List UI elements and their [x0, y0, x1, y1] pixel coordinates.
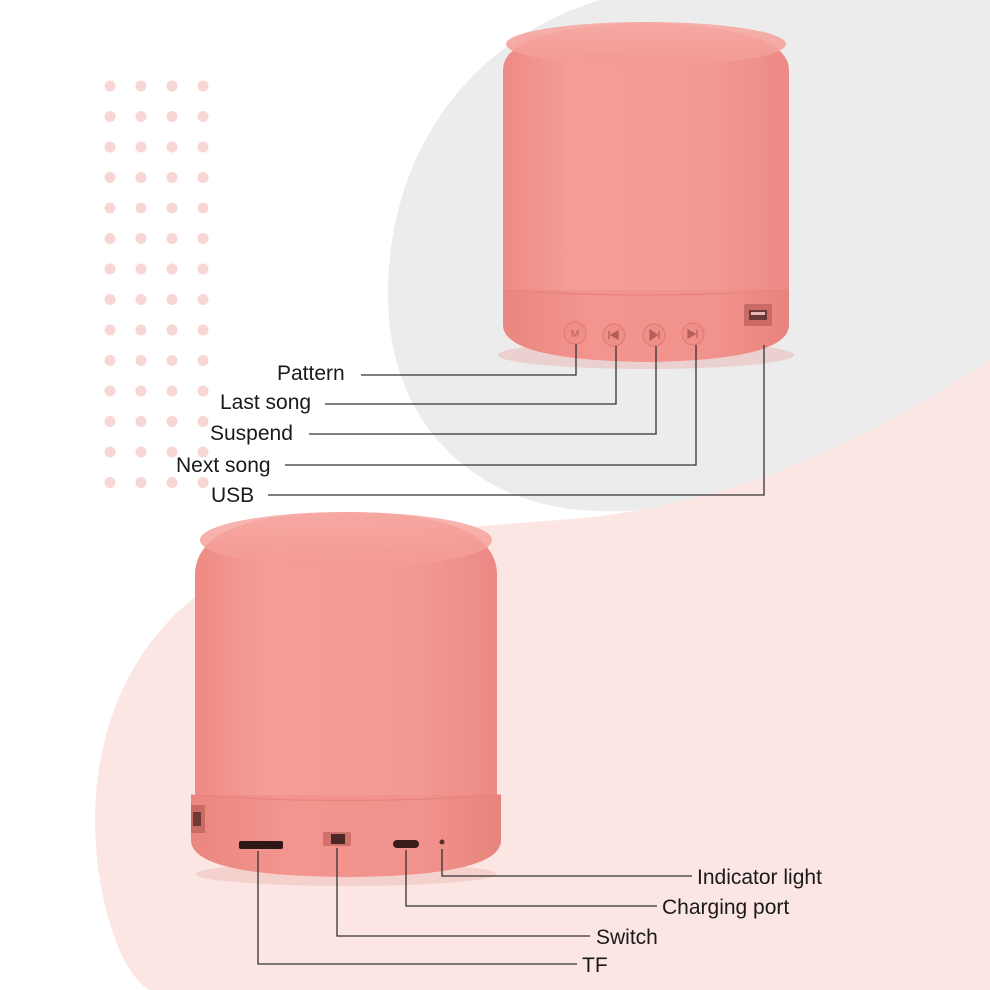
- decorative-dot: [166, 172, 178, 183]
- decorative-dot: [197, 477, 209, 488]
- next-button[interactable]: [681, 322, 705, 346]
- decorative-dot: [166, 233, 178, 244]
- decorative-dot: [197, 111, 209, 122]
- decorative-dot: [135, 446, 147, 458]
- decorative-dot: [104, 446, 116, 458]
- decorative-dot: [197, 355, 209, 366]
- decorative-dot: [104, 477, 116, 488]
- label-switch: Switch: [596, 926, 658, 949]
- decorative-dot: [166, 80, 178, 92]
- decorative-dot: [197, 233, 209, 244]
- charging-port[interactable]: [393, 840, 419, 848]
- decorative-dot: [166, 263, 178, 275]
- decorative-dot: [197, 294, 209, 305]
- previous-button[interactable]: [602, 323, 626, 347]
- decorative-dot: [166, 141, 178, 153]
- indicator-light: [439, 839, 445, 845]
- decorative-dot: [104, 294, 116, 305]
- label-last-song: Last song: [220, 391, 312, 414]
- label-usb: USB: [211, 484, 255, 507]
- decorative-dot: [166, 355, 178, 366]
- bottom-speaker: [190, 512, 502, 886]
- decorative-dot: [104, 355, 116, 366]
- label-charging-port: Charging port: [662, 896, 790, 919]
- decorative-dot: [166, 477, 178, 488]
- decorative-dot: [104, 324, 116, 336]
- play-pause-button[interactable]: [642, 323, 666, 347]
- top-speaker: M: [498, 22, 794, 369]
- decorative-dot: [197, 446, 209, 458]
- decorative-dot: [104, 385, 116, 397]
- decorative-dot: [197, 385, 209, 397]
- decorative-dot: [104, 111, 116, 122]
- decorative-dot: [135, 202, 147, 214]
- decorative-dot: [197, 80, 209, 92]
- decorative-dot: [197, 172, 209, 183]
- decorative-dot: [135, 294, 147, 305]
- decorative-dot: [166, 446, 178, 458]
- decorative-dot: [197, 416, 209, 427]
- decorative-dot: [197, 263, 209, 275]
- decorative-dot: [166, 294, 178, 305]
- decorative-dot: [197, 202, 209, 214]
- label-indicator-light: Indicator light: [697, 866, 822, 889]
- decorative-dot: [104, 416, 116, 427]
- decorative-dot: [166, 385, 178, 397]
- decorative-dot: [104, 80, 116, 92]
- next-button-icon: [687, 328, 698, 340]
- bottom-leader-lines: [257, 848, 692, 965]
- decorative-dot: [135, 416, 147, 427]
- label-next-song: Next song: [176, 454, 271, 477]
- mode-button[interactable]: M: [563, 321, 587, 345]
- decorative-dot: [104, 172, 116, 183]
- decorative-dot: [135, 111, 147, 122]
- label-pattern: Pattern: [277, 362, 345, 385]
- label-suspend: Suspend: [210, 422, 293, 445]
- mode-button-icon: M: [571, 329, 579, 340]
- decorative-dot: [135, 80, 147, 92]
- decorative-dot: [104, 233, 116, 244]
- background-dot-pattern: [104, 80, 209, 488]
- decorative-dot: [166, 111, 178, 122]
- decorative-dot: [135, 324, 147, 336]
- decorative-dot: [135, 141, 147, 153]
- power-switch[interactable]: [323, 832, 351, 846]
- label-tf: TF: [582, 954, 608, 977]
- decorative-dot: [135, 385, 147, 397]
- decorative-dot: [166, 324, 178, 336]
- decorative-dot: [135, 263, 147, 275]
- decorative-dot: [104, 202, 116, 214]
- decorative-dot: [135, 172, 147, 183]
- decorative-dot: [104, 263, 116, 275]
- decorative-dot: [135, 477, 147, 488]
- decorative-dot: [166, 202, 178, 214]
- decorative-dot: [166, 416, 178, 427]
- tf-card-slot[interactable]: [239, 841, 283, 849]
- decorative-dot: [104, 141, 116, 153]
- previous-button-icon: [608, 329, 619, 341]
- play-pause-button-icon: [649, 328, 660, 342]
- usb-port[interactable]: [744, 304, 772, 326]
- decorative-dot: [135, 233, 147, 244]
- top-leader-lines: [268, 344, 765, 496]
- decorative-dot: [135, 355, 147, 366]
- decorative-dot: [197, 141, 209, 153]
- decorative-dot: [197, 324, 209, 336]
